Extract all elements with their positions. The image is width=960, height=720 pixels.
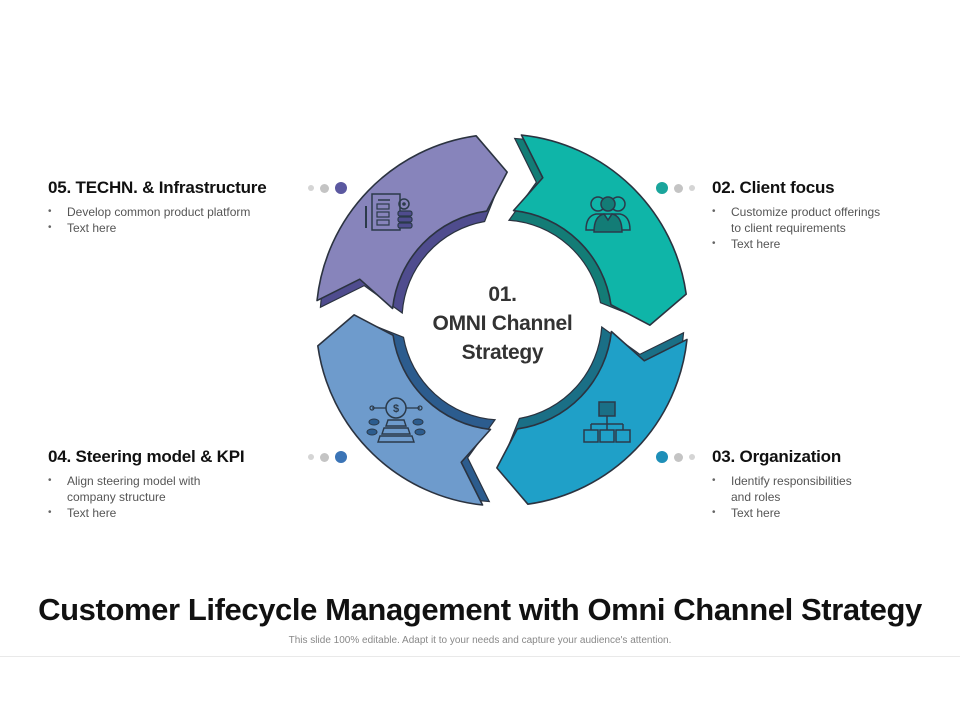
step-02-bullet: Customize product offerings to client re… xyxy=(712,204,882,236)
team-users-icon xyxy=(585,196,631,233)
dot-small xyxy=(689,185,695,191)
segment-organization-face xyxy=(496,330,688,505)
svg-text:$: $ xyxy=(393,403,399,415)
dot-medium xyxy=(320,452,329,462)
step-05-bullets: Develop common product platform Text her… xyxy=(48,204,266,236)
cycle-diagram: $ xyxy=(316,134,688,506)
slide-subtitle: This slide 100% editable. Adapt it to yo… xyxy=(288,635,672,646)
step-03-dots xyxy=(656,451,695,463)
dot-accent xyxy=(335,451,347,463)
dot-small xyxy=(689,454,695,460)
step-05-bullet: Develop common product platform xyxy=(48,204,266,220)
step-03-bullet: Text here xyxy=(712,505,862,521)
step-05-title: 05. TECHN. & Infrastructure xyxy=(48,178,267,197)
segment-steering-model-face xyxy=(317,314,492,506)
center-circle xyxy=(403,221,601,419)
segment-steering-model xyxy=(317,314,497,506)
step-05-dots xyxy=(308,182,347,194)
step-05-block: 05. TECHN. & Infrastructure Develop comm… xyxy=(48,178,267,236)
step-04-block: 04. Steering model & KPI Align steering … xyxy=(48,447,245,521)
step-02-bullet: Text here xyxy=(712,236,882,252)
step-02-block: 02. Client focus Customize product offer… xyxy=(712,178,912,252)
step-02-dots xyxy=(656,182,695,194)
center-number: 01. xyxy=(488,283,517,306)
dollar-kpi-pyramid-icon: $ xyxy=(366,397,426,443)
step-03-block: 03. Organization Identify responsibiliti… xyxy=(712,447,912,521)
step-02-bullets: Customize product offerings to client re… xyxy=(712,204,882,252)
step-02-title: 02. Client focus xyxy=(712,178,835,197)
step-05-bullet: Text here xyxy=(48,220,266,236)
center-line1: OMNI Channel xyxy=(432,312,573,335)
step-04-title: 04. Steering model & KPI xyxy=(48,447,245,466)
center-label: 01. OMNI Channel Strategy xyxy=(400,280,605,367)
step-04-bullet: Text here xyxy=(48,505,213,521)
segment-organization xyxy=(496,325,688,505)
dot-medium xyxy=(320,183,329,193)
segment-techn-infrastructure-face xyxy=(316,135,508,310)
slide-title: Customer Lifecycle Management with Omni … xyxy=(38,592,922,627)
step-04-bullet: Align steering model with company struct… xyxy=(48,473,213,505)
center-line2: Strategy xyxy=(461,341,544,364)
dot-small xyxy=(308,454,314,460)
dot-small xyxy=(308,185,314,191)
dot-medium xyxy=(674,452,683,462)
org-chart-icon xyxy=(583,401,631,443)
dot-medium xyxy=(674,183,683,193)
step-04-dots xyxy=(308,451,347,463)
footer-divider xyxy=(0,656,960,657)
document-database-gear-icon xyxy=(365,193,413,231)
dot-accent xyxy=(656,451,668,463)
dot-accent xyxy=(656,182,668,194)
step-03-bullet: Identify responsibilities and roles xyxy=(712,473,862,505)
step-04-bullets: Align steering model with company struct… xyxy=(48,473,213,521)
step-03-bullets: Identify responsibilities and roles Text… xyxy=(712,473,862,521)
step-03-title: 03. Organization xyxy=(712,447,842,466)
dot-accent xyxy=(335,182,347,194)
